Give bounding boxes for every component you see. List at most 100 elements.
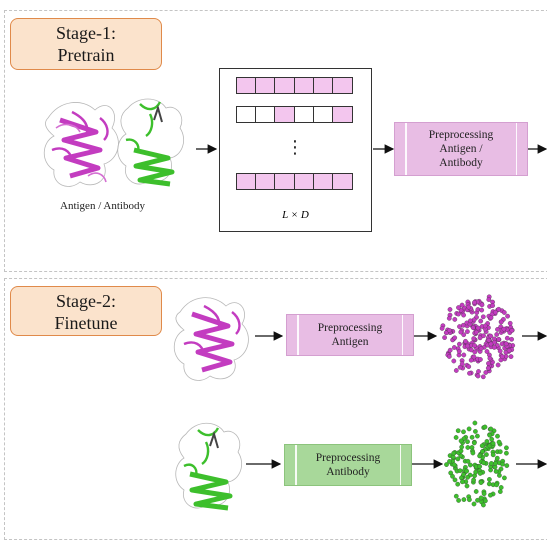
matrix-cell <box>294 107 314 122</box>
matrix-cell <box>237 107 257 122</box>
cloud-point <box>490 452 496 458</box>
cloud-point <box>498 319 504 325</box>
matrix-cell <box>332 107 353 122</box>
cloud-point <box>451 345 457 350</box>
antigen-preprocessing-box: Preprocessing Antigen <box>286 314 414 356</box>
cloud-point <box>484 452 489 457</box>
cloud-point <box>483 370 489 375</box>
cloud-point <box>499 354 505 360</box>
cloud-point <box>457 341 462 347</box>
cloud-point <box>488 492 493 498</box>
cloud-point <box>504 445 509 451</box>
cloud-point <box>465 329 470 334</box>
cloud-point <box>464 468 470 474</box>
cloud-point <box>471 440 477 446</box>
cloud-point <box>459 444 465 450</box>
cloud-point <box>502 475 507 481</box>
matrix-dimensions: L × D <box>282 209 309 221</box>
cloud-point <box>452 335 458 341</box>
cloud-point <box>475 373 481 379</box>
cloud-point <box>473 489 479 494</box>
matrix-cell <box>275 174 295 189</box>
cloud-point <box>508 354 514 359</box>
cloud-point <box>478 346 484 351</box>
cloud-point <box>481 502 486 508</box>
cloud-point <box>503 341 509 347</box>
cloud-point <box>486 481 492 487</box>
cloud-point <box>456 305 461 310</box>
matrix-row <box>236 173 353 190</box>
cloud-point <box>487 477 492 482</box>
cloud-point <box>459 361 465 367</box>
stage1-structure-caption: Antigen / Antibody <box>60 200 145 212</box>
stage1-antigen-structure <box>43 102 119 187</box>
cloud-point <box>493 469 499 474</box>
cloud-point <box>495 327 500 332</box>
matrix-cell <box>275 78 295 93</box>
cloud-point <box>482 323 488 329</box>
matrix-cell <box>294 174 314 189</box>
matrix-cell <box>256 78 276 93</box>
cloud-point <box>468 318 473 324</box>
stage1-label-line2: Pretrain <box>57 45 115 65</box>
cloud-point <box>453 435 459 440</box>
cloud-point <box>446 354 452 359</box>
stage1-antibody-structure <box>117 98 184 187</box>
cloud-point <box>474 329 479 335</box>
cloud-point <box>451 462 457 468</box>
cloud-point <box>460 479 465 485</box>
matrix-cell <box>313 174 333 189</box>
cloud-point <box>486 297 492 302</box>
cloud-point <box>475 433 480 439</box>
matrix-cell <box>332 174 353 189</box>
cloud-point <box>446 315 452 321</box>
cloud-point <box>457 324 462 329</box>
antibody-preprocessing-line1: Preprocessing <box>315 452 381 464</box>
matrix-cell <box>237 78 257 93</box>
cloud-point <box>504 463 510 468</box>
cloud-point <box>480 374 486 380</box>
cloud-point <box>471 354 477 360</box>
cloud-point <box>465 458 471 464</box>
cloud-point <box>490 441 496 446</box>
matrix-cell <box>313 107 333 122</box>
cloud-point <box>461 429 466 435</box>
cloud-point <box>453 368 459 373</box>
stage2-label-line2: Finetune <box>54 313 118 333</box>
cloud-point <box>488 341 494 347</box>
cloud-point <box>509 336 514 342</box>
cloud-point <box>489 436 495 442</box>
cloud-point <box>491 345 497 350</box>
cloud-point <box>450 473 455 479</box>
cloud-point <box>467 497 472 503</box>
cloud-point <box>484 439 490 444</box>
cloud-point <box>453 493 459 499</box>
cloud-point <box>446 328 452 333</box>
cloud-point <box>496 439 502 445</box>
cloud-point <box>472 343 477 348</box>
matrix-cell <box>256 174 276 189</box>
antigen-preprocessing-line2: Antigen <box>331 336 369 348</box>
matrix-row <box>236 106 353 123</box>
cloud-point <box>479 443 485 449</box>
stage2-label-line1: Stage-2: <box>56 291 116 311</box>
stage2-label: Stage-2: Finetune <box>10 286 162 336</box>
cloud-point <box>487 355 493 361</box>
cloud-point <box>470 325 476 331</box>
antigen-preprocessing-line1: Preprocessing <box>317 322 383 334</box>
cloud-point <box>497 348 503 354</box>
cloud-point <box>465 343 470 349</box>
cloud-point <box>464 483 470 489</box>
cloud-point <box>496 336 502 342</box>
cloud-point <box>494 482 499 488</box>
cloud-point <box>457 468 463 474</box>
cloud-point <box>479 302 485 308</box>
cloud-point <box>471 477 476 483</box>
antibody-point-cloud <box>444 420 510 508</box>
cloud-point <box>489 461 494 466</box>
cloud-point <box>461 312 466 318</box>
stage1-label-line1: Stage-1: <box>56 23 116 43</box>
cloud-point <box>485 365 491 371</box>
cloud-point <box>501 326 507 332</box>
cloud-point <box>456 498 461 503</box>
